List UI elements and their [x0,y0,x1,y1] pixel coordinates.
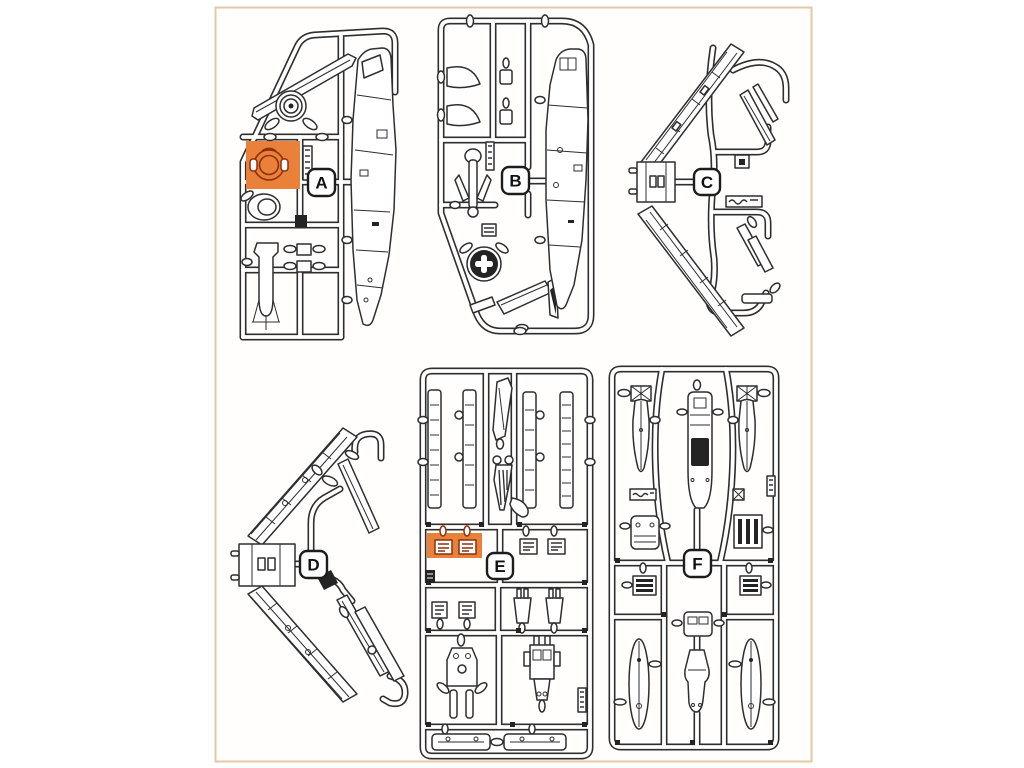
sprue-c-label-box: C [692,167,722,197]
sprue-f-bomb-parts [617,385,771,473]
sprue-c: C [628,43,786,337]
sprue-b-wheel-part [459,242,509,282]
sprue-f-tank-parts [613,638,776,730]
sprue-c-label: C [701,173,713,192]
brand-logo-plate-f-right [766,475,776,497]
sprue-a-small-parts [263,132,329,273]
sprue-d-label-box: D [298,549,329,580]
sprue-f-square-part [732,488,745,501]
sprue-f-mid-parts [619,514,774,550]
sprue-a-wheel-part [264,90,318,131]
sprue-a-label: A [315,174,327,193]
sprue-f-radiator-parts [621,562,772,596]
sprue-e-label-box: E [485,551,515,581]
sprue-e-center-parts [492,377,529,518]
gate-stub [513,326,527,336]
sprue-e-highlight [427,525,482,558]
sprue-f-label-box: F [682,548,713,579]
sprue-a-tank-part [241,242,280,330]
sprue-a-ring-part [240,190,281,221]
sprue-c-lower-wing-part [637,205,745,337]
sprue-e-gate-nubs [426,522,587,727]
sprue-b-blade-parts [436,57,513,127]
sprue-e-row2-parts [431,588,564,634]
sprue-b-fuselage-part [534,48,589,310]
sprue-e-rack-strips [417,389,596,509]
gate-stub [465,14,475,28]
sprue-d-lower-wing-part [247,585,358,703]
sprue-d-wing-box-part [230,543,296,587]
gate-stub [540,14,550,28]
sprue-f-spine-part [676,379,724,509]
sprue-e-label: E [494,557,505,576]
brand-logo-plate-b [485,141,495,171]
sprue-f-gate-nubs [615,558,773,745]
sprue-e-gear-part [523,635,561,713]
sprue-e: E [417,371,596,756]
sprue-b-label: B [509,172,521,191]
sprue-f: F [612,369,776,747]
sprue-a-fuselage-part [341,47,397,327]
sprue-c-wing-box-part [628,161,676,203]
sprue-b: B [436,14,592,336]
brand-logo-plate-e-left [425,570,435,583]
sprue-b-propeller-part [449,148,492,218]
sprue-e-tray-parts [431,723,567,751]
sprue-f-label: F [692,555,702,574]
sprue-d: D [230,427,405,704]
sprue-a-label-box: A [306,167,337,198]
sprue-d-flap-parts [317,449,405,682]
brand-logo-plate-f [629,488,657,501]
sprue-a: A [239,31,396,337]
sprue-a-highlight [246,141,300,189]
sprue-b-label-box: B [500,165,531,196]
brand-logo-plate-e-right [577,687,587,713]
sprue-f-center-lower-parts [671,611,725,713]
sprue-e-bracket-parts [519,525,566,555]
sprue-b-grille-part [481,223,497,237]
sprue-d-label: D [307,556,319,575]
sprue-c-flap-parts [734,83,781,304]
brand-logo-plate-c [725,195,763,208]
sprue-e-seat-part [436,633,488,719]
